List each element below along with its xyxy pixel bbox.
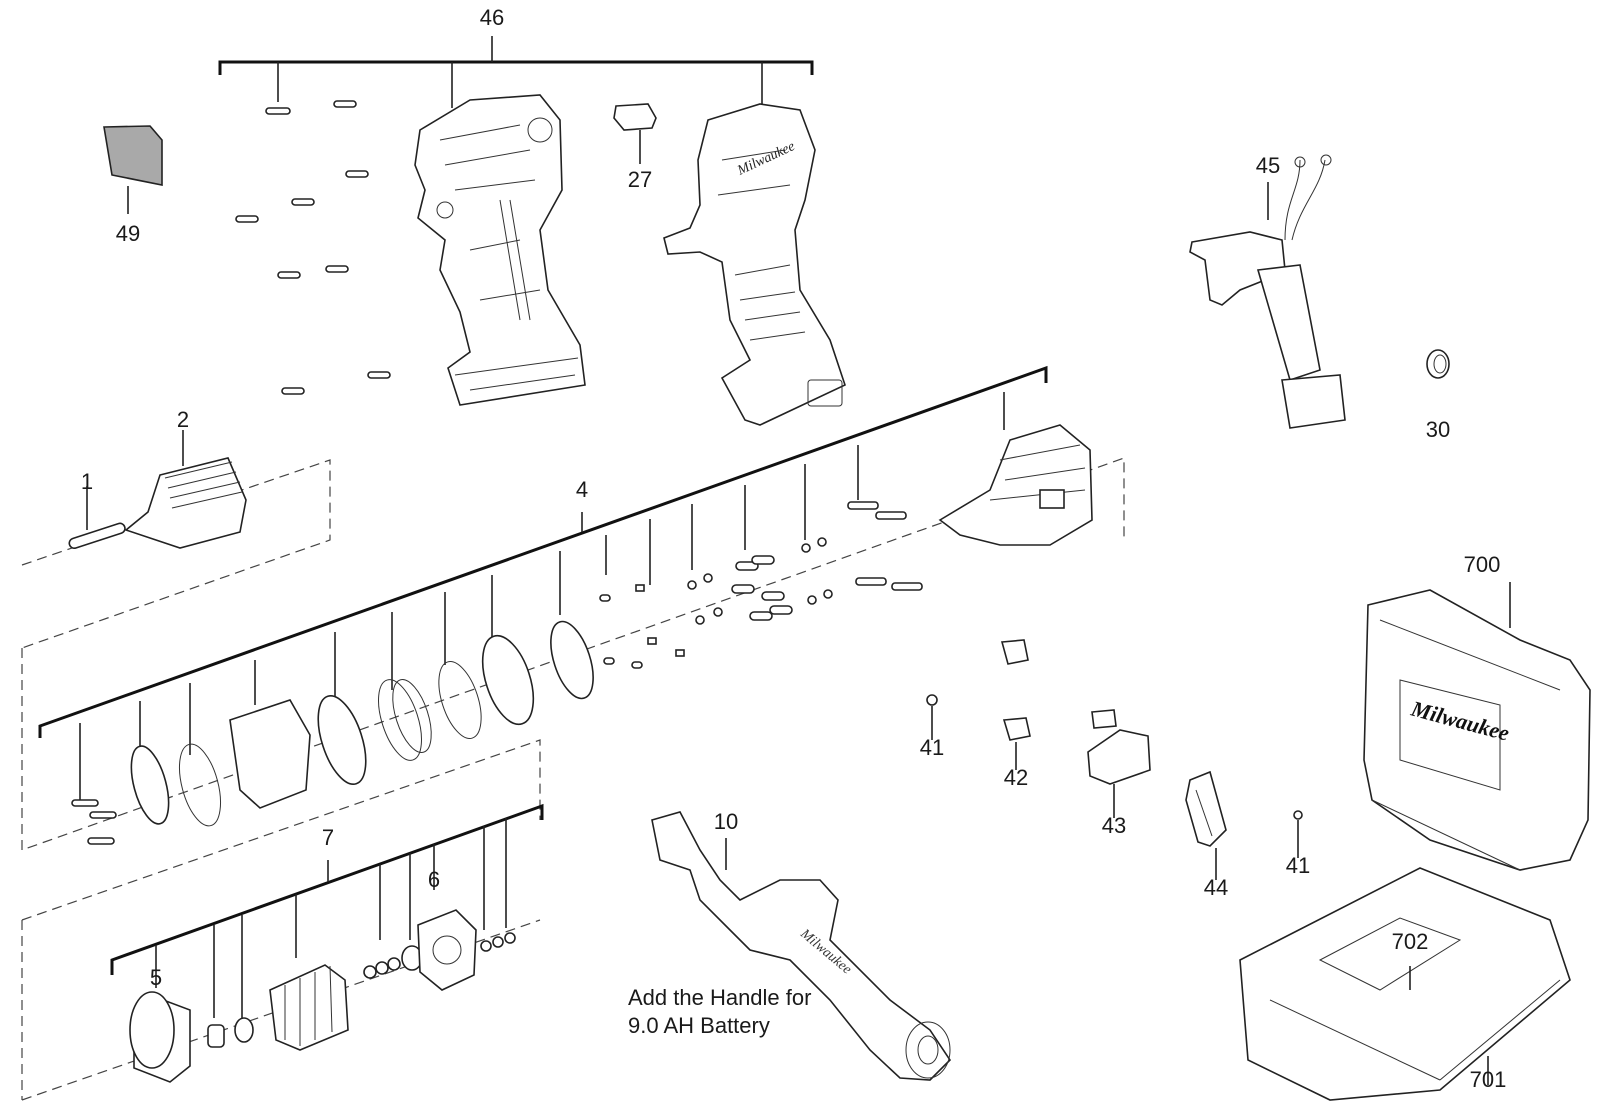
part-30-ring <box>1426 349 1450 379</box>
callout-700: 700 <box>1463 552 1501 577</box>
part-41-screw-b <box>1293 810 1303 858</box>
case-700: Milwaukee <box>1363 582 1591 871</box>
part-49-label-sheet <box>103 125 163 214</box>
callout-41-b: 41 <box>1285 853 1311 878</box>
callout-701: 701 <box>1469 1067 1507 1092</box>
bracket-46 <box>218 36 814 108</box>
callout-5: 5 <box>149 965 163 990</box>
callout-10: 10 <box>713 809 739 834</box>
callout-49: 49 <box>115 221 141 246</box>
callout-44: 44 <box>1203 875 1229 900</box>
part-27-button <box>613 103 657 164</box>
bracket-4 <box>38 365 1048 802</box>
part-2-chuck <box>124 430 247 549</box>
gearbox-parts <box>71 501 923 845</box>
callout-7: 7 <box>321 825 335 850</box>
case-701 <box>1239 867 1571 1101</box>
part-1-screw <box>68 486 126 550</box>
housing-right-half: Milwaukee <box>663 103 846 426</box>
callout-41-a: 41 <box>919 735 945 760</box>
callout-2: 2 <box>176 407 190 432</box>
callout-6: 6 <box>427 867 441 892</box>
handle-note-line-2: 9.0 AH Battery <box>628 1013 770 1038</box>
part-42-clips <box>1000 639 1031 770</box>
callout-45: 45 <box>1255 153 1281 178</box>
callout-1: 1 <box>80 469 94 494</box>
callout-27: 27 <box>627 167 653 192</box>
handle-note-line-1: Add the Handle for <box>628 985 812 1010</box>
part-43-bracket <box>1087 709 1151 818</box>
housing-left-half <box>414 94 586 406</box>
part-41-screw-a <box>926 694 938 740</box>
guide-lines <box>21 457 1125 1101</box>
callout-4: 4 <box>575 477 589 502</box>
part-44-belt-clip <box>1185 770 1227 880</box>
motor-parts <box>129 909 516 1083</box>
handle-note: Add the Handle for 9.0 AH Battery <box>628 984 811 1040</box>
callout-43: 43 <box>1101 813 1127 838</box>
callout-42: 42 <box>1003 765 1029 790</box>
front-gear-housing <box>938 424 1093 546</box>
callout-30: 30 <box>1425 417 1451 442</box>
callout-46: 46 <box>479 5 505 30</box>
housing-screws <box>235 100 391 395</box>
part-45-switch <box>1189 154 1346 429</box>
callout-702: 702 <box>1391 929 1429 954</box>
bracket-7 <box>110 803 544 1020</box>
